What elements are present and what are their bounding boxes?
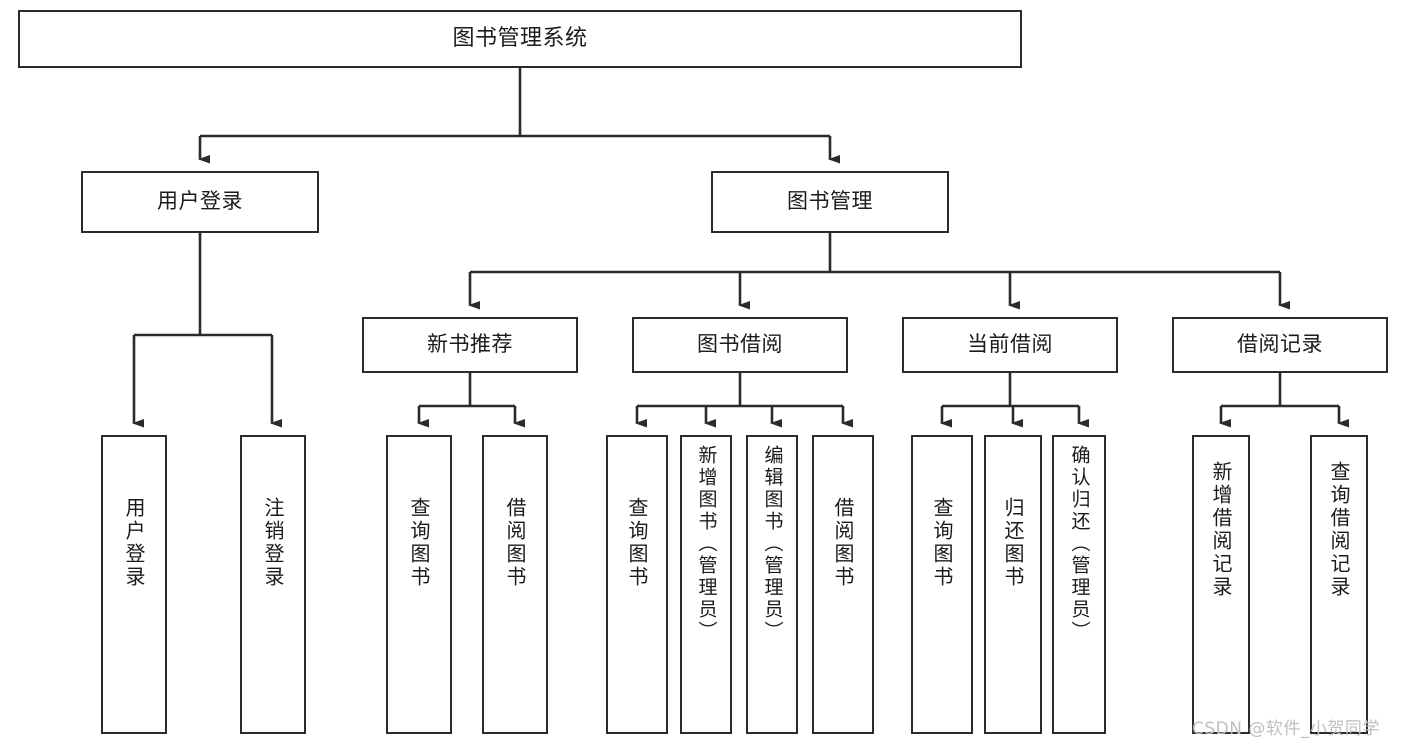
node-leaf-query-book-1[interactable]: 查询图书 xyxy=(386,435,452,734)
node-user-login-label: 用户登录 xyxy=(157,189,243,214)
node-leaf-logout-login[interactable]: 注销登录 xyxy=(240,435,306,734)
node-leaf-borrow-book-2-label: 借阅图书 xyxy=(831,497,855,589)
node-borrow-record-label: 借阅记录 xyxy=(1237,332,1323,357)
node-new-book-recommend-label: 新书推荐 xyxy=(427,332,513,357)
node-leaf-query-book-1-label: 查询图书 xyxy=(407,497,431,589)
node-book-borrow[interactable]: 图书借阅 xyxy=(632,317,848,373)
node-leaf-query-book-2[interactable]: 查询图书 xyxy=(606,435,668,734)
node-book-management-label: 图书管理 xyxy=(787,189,873,214)
node-leaf-query-book-3-label: 查询图书 xyxy=(930,497,954,589)
node-leaf-add-borrow-record[interactable]: 新增借阅记录 xyxy=(1192,435,1250,734)
node-leaf-query-book-3[interactable]: 查询图书 xyxy=(911,435,973,734)
node-leaf-borrow-book-1-label: 借阅图书 xyxy=(503,497,527,589)
node-leaf-confirm-return-admin-label: 确认归还（管理员） xyxy=(1068,445,1091,643)
node-leaf-user-login-label: 用户登录 xyxy=(122,497,146,589)
node-current-borrow[interactable]: 当前借阅 xyxy=(902,317,1118,373)
node-leaf-user-login[interactable]: 用户登录 xyxy=(101,435,167,734)
node-leaf-query-book-2-label: 查询图书 xyxy=(625,497,649,589)
node-current-borrow-label: 当前借阅 xyxy=(967,332,1053,357)
node-leaf-return-book[interactable]: 归还图书 xyxy=(984,435,1042,734)
node-borrow-record[interactable]: 借阅记录 xyxy=(1172,317,1388,373)
node-leaf-borrow-book-1[interactable]: 借阅图书 xyxy=(482,435,548,734)
node-leaf-confirm-return-admin[interactable]: 确认归还（管理员） xyxy=(1052,435,1106,734)
node-new-book-recommend[interactable]: 新书推荐 xyxy=(362,317,578,373)
node-leaf-edit-book-admin-label: 编辑图书（管理员） xyxy=(761,445,784,643)
node-leaf-logout-login-label: 注销登录 xyxy=(261,497,285,589)
node-leaf-add-book-admin[interactable]: 新增图书（管理员） xyxy=(680,435,732,734)
node-leaf-borrow-book-2[interactable]: 借阅图书 xyxy=(812,435,874,734)
node-root[interactable]: 图书管理系统 xyxy=(18,10,1022,68)
node-leaf-add-borrow-record-label: 新增借阅记录 xyxy=(1209,461,1233,599)
node-root-label: 图书管理系统 xyxy=(452,25,588,51)
node-leaf-edit-book-admin[interactable]: 编辑图书（管理员） xyxy=(746,435,798,734)
node-leaf-return-book-label: 归还图书 xyxy=(1001,497,1025,589)
node-book-management[interactable]: 图书管理 xyxy=(711,171,949,233)
csdn-watermark: CSDN @软件_小贺同学 xyxy=(1192,719,1380,739)
node-user-login[interactable]: 用户登录 xyxy=(81,171,319,233)
node-leaf-query-borrow-record[interactable]: 查询借阅记录 xyxy=(1310,435,1368,734)
node-leaf-add-book-admin-label: 新增图书（管理员） xyxy=(695,445,718,643)
node-book-borrow-label: 图书借阅 xyxy=(697,332,783,357)
node-leaf-query-borrow-record-label: 查询借阅记录 xyxy=(1327,461,1351,599)
